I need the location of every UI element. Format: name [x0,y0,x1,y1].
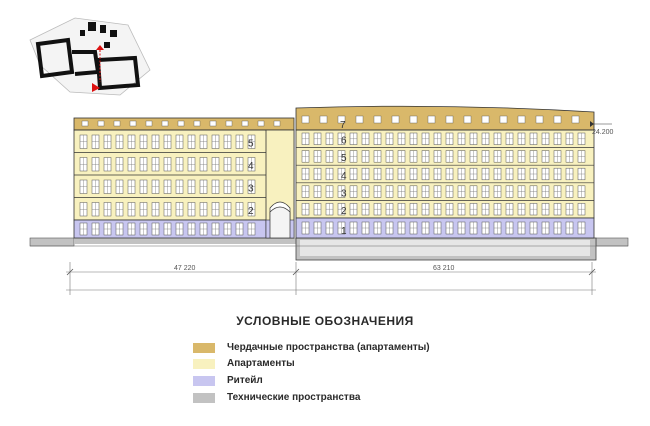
dormer-window [337,115,346,124]
dormer-window [225,120,233,127]
dormer-window [257,120,265,127]
floor-labels: 5 4 3 2 7 6 5 4 3 2 1 [248,120,347,237]
dormer-window [427,115,436,124]
floor-number-label: 3 [341,188,347,199]
floor-number-label: 2 [341,206,347,217]
dormer-window [129,120,137,127]
dormer-window [273,120,281,127]
dormer-window [177,120,185,127]
dormer-window [113,120,121,127]
legend-label-technical: Технические пространства [227,392,361,403]
dormer-window [241,120,249,127]
dormer-window [81,120,89,127]
legend-label-attic: Чердачные пространства (апартаменты) [227,342,430,353]
retail-swatch [193,376,215,386]
attic-swatch [193,343,215,353]
legend-label-retail: Ритейл [227,375,263,386]
floor-number-label: 4 [248,161,254,172]
dormer-window [161,120,169,127]
dormer-window [517,115,526,124]
dormer-window [145,120,153,127]
dormer-window [499,115,508,124]
floor-number-label: 2 [248,206,254,217]
technical-swatch [193,393,215,403]
dormer-window [193,120,201,127]
dormer-window [535,115,544,124]
dormer-window [463,115,472,124]
floor-number-label: 6 [341,136,347,147]
windows-layer [74,115,594,236]
elevation-marker: 24.200 [590,121,614,136]
floor-number-label: 7 [340,120,346,131]
section-marker-icon [96,45,104,50]
legend-label-apartments: Апартаменты [227,358,295,369]
elevation-label: 24.200 [592,129,614,136]
dormer-window [355,115,364,124]
dimension-lines: 47 220 63 210 [66,262,596,295]
dormer-window [571,115,580,124]
dormer-window [319,115,328,124]
floor-number-label: 3 [248,184,254,195]
ground-section [29,237,629,261]
dormer-window [209,120,217,127]
legend-title: УСЛОВНЫЕ ОБОЗНАЧЕНИЯ [236,314,414,328]
dormer-window [553,115,562,124]
floor-number-label: 5 [248,139,254,150]
floor-number-label: 5 [341,153,347,164]
dormer-window [301,115,310,124]
dormer-window [97,120,105,127]
dormer-window [409,115,418,124]
dormer-window [373,115,382,124]
left-width-label: 47 220 [174,265,196,272]
dormer-window [481,115,490,124]
key-plan [29,17,151,96]
apartments-swatch [193,359,215,369]
dormer-window [391,115,400,124]
right-width-label: 63 210 [433,265,455,272]
floor-number-label: 1 [341,226,347,237]
dormer-window [445,115,454,124]
floor-number-label: 4 [341,171,347,182]
